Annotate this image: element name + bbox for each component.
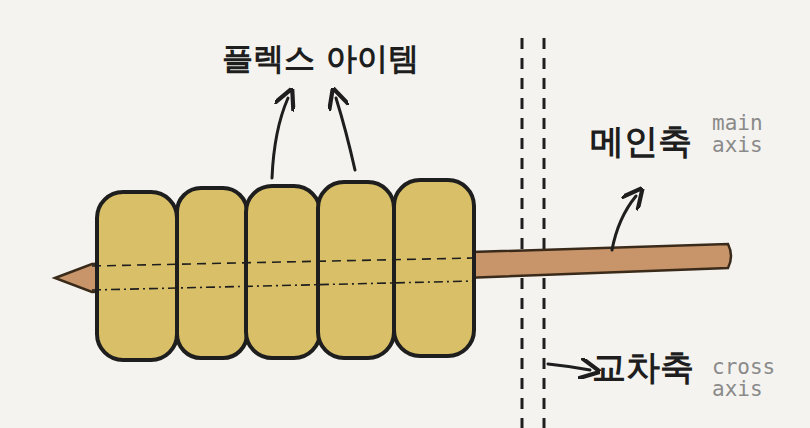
- main-axis-label: 메인축: [590, 124, 692, 160]
- cross-axis-line: [543, 38, 546, 428]
- leader-arrows: [272, 98, 636, 370]
- cross-axis-label: 교차축: [592, 350, 694, 386]
- stick-inside: [92, 281, 474, 290]
- cross-axis-english: cross axis: [712, 356, 790, 400]
- cross-axis-line: [521, 38, 524, 428]
- stick-inside: [92, 258, 474, 266]
- flex-items-label: 플렉스 아이템: [222, 42, 419, 75]
- main-axis-english: main axis: [712, 112, 780, 156]
- flex-items: [97, 180, 474, 360]
